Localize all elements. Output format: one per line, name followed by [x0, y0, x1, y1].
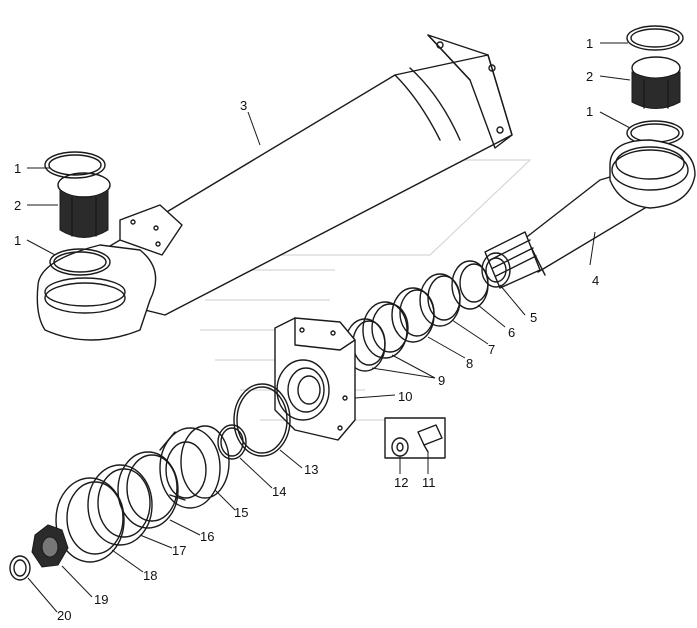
callout-18: 18	[143, 568, 157, 583]
callout-17: 17	[172, 543, 186, 558]
callout-6: 6	[508, 325, 515, 340]
callout-13: 13	[304, 462, 318, 477]
callout-11: 11	[422, 475, 436, 490]
callout-1: 1	[586, 36, 593, 51]
ring-lower-left	[49, 248, 111, 276]
callout-12: 12	[394, 475, 408, 490]
cylinder-barrel	[36, 34, 513, 341]
washer-20	[9, 555, 31, 581]
ring-upper-left	[44, 151, 106, 179]
ring-14	[217, 424, 247, 460]
callout-10: 10	[398, 389, 412, 404]
bushing-right	[631, 56, 681, 109]
nut-19	[31, 524, 69, 568]
callout-14: 14	[272, 484, 286, 499]
o-ring-13	[233, 383, 291, 457]
callout-labels: 1 2 1 3 1 2 1 4 5 6 7 8 9 10 11 12 13 14…	[14, 36, 599, 623]
bolt-11	[384, 417, 446, 459]
bushing-left	[57, 172, 111, 238]
callout-20: 20	[57, 608, 71, 623]
seal-6	[451, 260, 489, 310]
callout-5: 5	[530, 310, 537, 325]
seal-5	[481, 252, 511, 288]
callout-4: 4	[592, 273, 599, 288]
piston-rod	[484, 139, 696, 289]
callout-19: 19	[94, 592, 108, 607]
ring-18	[55, 477, 125, 563]
callout-2: 2	[14, 198, 21, 213]
callout-15: 15	[234, 505, 248, 520]
callout-1: 1	[586, 104, 593, 119]
callout-2: 2	[586, 69, 593, 84]
ring-7	[419, 273, 461, 327]
ring-upper-right	[626, 25, 684, 51]
callout-1: 1	[14, 161, 21, 176]
ring-8	[391, 287, 435, 343]
ring-16	[117, 451, 179, 529]
ring-17	[87, 464, 153, 546]
callout-16: 16	[200, 529, 214, 544]
leader-lines	[26, 42, 631, 613]
ring-9	[344, 301, 409, 372]
washer-12	[391, 437, 409, 457]
callout-3: 3	[240, 98, 247, 113]
piston-15	[159, 425, 230, 509]
callout-8: 8	[466, 356, 473, 371]
callout-9: 9	[438, 373, 445, 388]
callout-1: 1	[14, 233, 21, 248]
callout-7: 7	[488, 342, 495, 357]
